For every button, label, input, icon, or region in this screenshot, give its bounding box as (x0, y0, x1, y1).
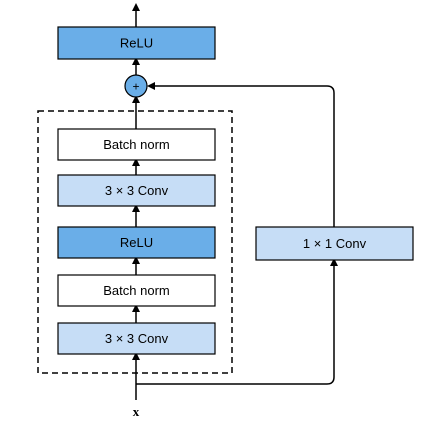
add-node (124, 74, 148, 98)
batch-norm-label-1: Batch norm (103, 137, 169, 152)
conv1x1-block (255, 226, 414, 261)
batch-norm-label-2: Batch norm (103, 283, 169, 298)
input-label-x: x (133, 404, 140, 419)
relu-top-block (57, 26, 216, 60)
shortcut-conv1x1-to-add (147, 82, 335, 227)
relu-mid-label: ReLU (120, 235, 153, 250)
relu-top-label: ReLU (120, 36, 153, 51)
relu-mid-block (57, 226, 216, 259)
add-symbol: + (132, 80, 139, 94)
batch-norm-block-1 (57, 128, 216, 161)
conv3x3-block-1 (57, 174, 216, 207)
conv3x3-label-2: 3 × 3 Conv (105, 331, 169, 346)
conv3x3-block-2 (57, 322, 216, 355)
shortcut-input-to-conv1x1 (136, 258, 338, 385)
conv1x1-label: 1 × 1 Conv (303, 236, 367, 251)
batch-norm-block-2 (57, 274, 216, 307)
conv3x3-label-1: 3 × 3 Conv (105, 183, 169, 198)
main-path-dashed-frame (37, 110, 233, 374)
